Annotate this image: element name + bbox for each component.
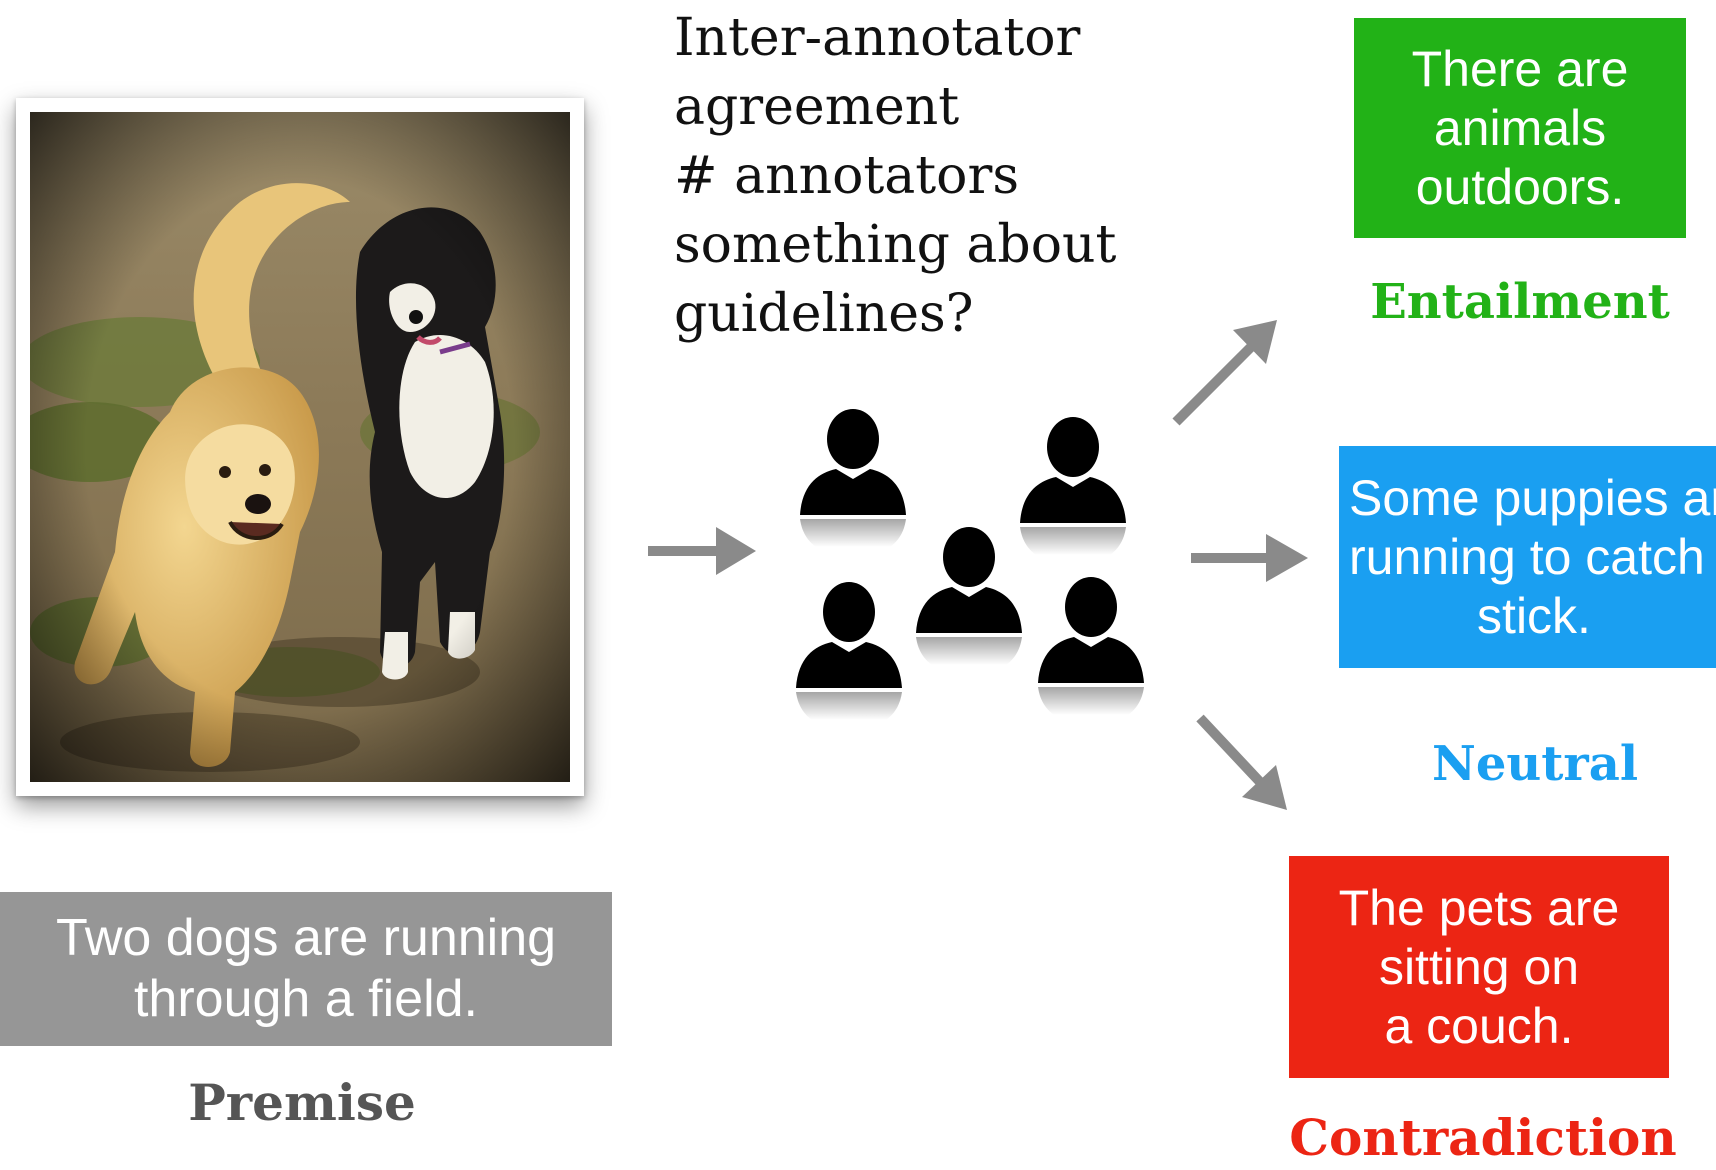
arrow-icon-neutral	[1191, 534, 1308, 582]
question-line: Inter-annotator	[674, 8, 1081, 68]
question-line: agreement	[674, 77, 960, 137]
person-icon	[916, 527, 1022, 665]
arrow-icon-premise	[648, 527, 756, 575]
premise-box: Two dogs are running through a field.	[0, 892, 612, 1046]
neutral-line: stick.	[1477, 587, 1591, 644]
neutral-line: running to catch a	[1349, 528, 1716, 585]
person-icon	[800, 409, 906, 547]
person-icon	[1038, 577, 1144, 715]
question-line: # annotators	[674, 146, 1020, 206]
entailment-line: animals	[1433, 99, 1607, 156]
question-text: Inter-annotator agreement # annotators s…	[674, 4, 1234, 349]
neutral-label: Neutral	[1431, 736, 1639, 792]
entailment-line: outdoors.	[1415, 158, 1625, 215]
premise-line: Two dogs are running	[55, 908, 557, 967]
entailment-label: Entailment	[1370, 274, 1670, 330]
question-line: guidelines?	[674, 284, 974, 344]
contradiction-line: sitting on	[1378, 938, 1580, 995]
premise-line: through a field.	[133, 970, 479, 1028]
contradiction-label: Contradiction	[1289, 1108, 1677, 1167]
contradiction-box: The pets are sitting on a couch.	[1289, 856, 1669, 1078]
arrow-icon-entailment	[1172, 320, 1277, 426]
entailment-box: There are animals outdoors.	[1354, 18, 1686, 238]
question-line: something about	[674, 215, 1117, 275]
arrow-icon-contradiction	[1196, 714, 1287, 810]
dogs-photo-icon	[30, 112, 570, 782]
premise-label: Premise	[188, 1073, 416, 1132]
contradiction-line: a couch.	[1384, 997, 1574, 1054]
contradiction-line: The pets are	[1338, 879, 1620, 936]
entailment-line: There are	[1411, 40, 1629, 97]
premise-photo	[16, 98, 584, 796]
person-icon	[796, 582, 902, 720]
neutral-box: Some puppies are running to catch a stic…	[1339, 446, 1716, 668]
annotators-group	[796, 409, 1144, 720]
neutral-line: Some puppies are	[1349, 469, 1716, 526]
person-icon	[1020, 417, 1126, 555]
